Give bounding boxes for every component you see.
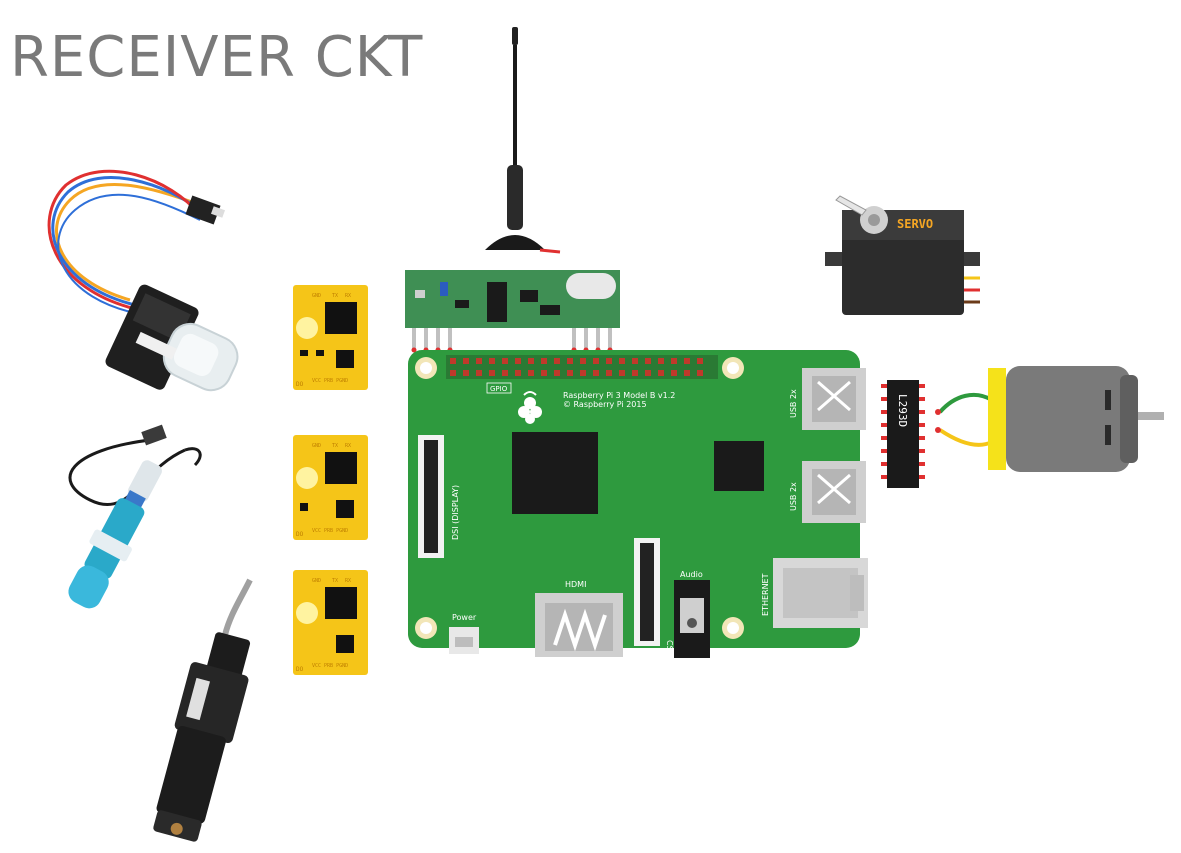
signal-converter-board-3: GND TX RX VCC PRB PGND DO: [293, 570, 368, 675]
usb-port-top: [802, 368, 866, 430]
svg-text:VCC PRB PGND: VCC PRB PGND: [312, 663, 348, 669]
svg-text:VCC PRB PGND: VCC PRB PGND: [312, 378, 348, 384]
svg-text:DO: DO: [296, 531, 304, 538]
svg-text:DO: DO: [296, 666, 304, 673]
rf-receiver-module: [405, 270, 620, 353]
svg-text:GND: GND: [312, 293, 321, 299]
hdmi-label: HDMI: [565, 580, 586, 589]
dsi-label: DSI (DISPLAY): [451, 485, 460, 540]
audio-label: Audio: [680, 570, 703, 579]
csi-label: CSI (CAMERA): [665, 640, 674, 696]
board-copyright-label: © Raspberry Pi 2015: [563, 400, 647, 409]
ethernet-label: ETHERNET: [761, 573, 770, 616]
usb-bottom-label: USB 2x: [789, 482, 798, 511]
svg-text:RX: RX: [345, 443, 351, 449]
turbidity-sensor: [49, 171, 250, 415]
soc-chip: [512, 432, 598, 514]
svg-text:TX: TX: [332, 578, 338, 584]
servo-motor: SERVO: [825, 196, 980, 315]
usb-ethernet-chip: [714, 441, 764, 491]
antenna: [485, 27, 560, 252]
ethernet-port: [773, 558, 868, 628]
gpio-header: [446, 355, 718, 379]
hdmi-port: [535, 593, 623, 657]
svg-text:GND: GND: [312, 578, 321, 584]
svg-text:RX: RX: [345, 293, 351, 299]
raspberry-pi-board: GPIO Raspberry Pi 3 Model B v1.2 © Raspb…: [408, 350, 868, 696]
power-label: Power: [452, 613, 477, 622]
signal-converter-board-1: GND TX RX VCC PRB PGND DO: [293, 285, 368, 390]
svg-text:TX: TX: [332, 443, 338, 449]
usb-top-label: USB 2x: [789, 389, 798, 418]
usb-port-bottom: [802, 461, 866, 523]
svg-text:GND: GND: [312, 443, 321, 449]
ph-probe: [61, 425, 201, 615]
power-port: [449, 627, 479, 654]
servo-label: SERVO: [897, 217, 933, 231]
csi-connector: [634, 538, 660, 646]
board-model-label: Raspberry Pi 3 Model B v1.2: [563, 391, 675, 400]
l293d-label: L293D: [896, 394, 909, 427]
audio-jack: [674, 580, 710, 658]
gpio-label: GPIO: [490, 385, 508, 393]
dc-motor: [935, 366, 1164, 472]
dsi-connector: [418, 435, 444, 558]
signal-converter-board-2: GND TX RX VCC PRB PGND DO: [293, 435, 368, 540]
svg-text:RX: RX: [345, 578, 351, 584]
dissolved-oxygen-probe: [147, 580, 259, 845]
svg-text:VCC PRB PGND: VCC PRB PGND: [312, 528, 348, 534]
svg-text:TX: TX: [332, 293, 338, 299]
l293d-motor-driver: L293D: [881, 380, 925, 488]
svg-text:DO: DO: [296, 381, 304, 388]
